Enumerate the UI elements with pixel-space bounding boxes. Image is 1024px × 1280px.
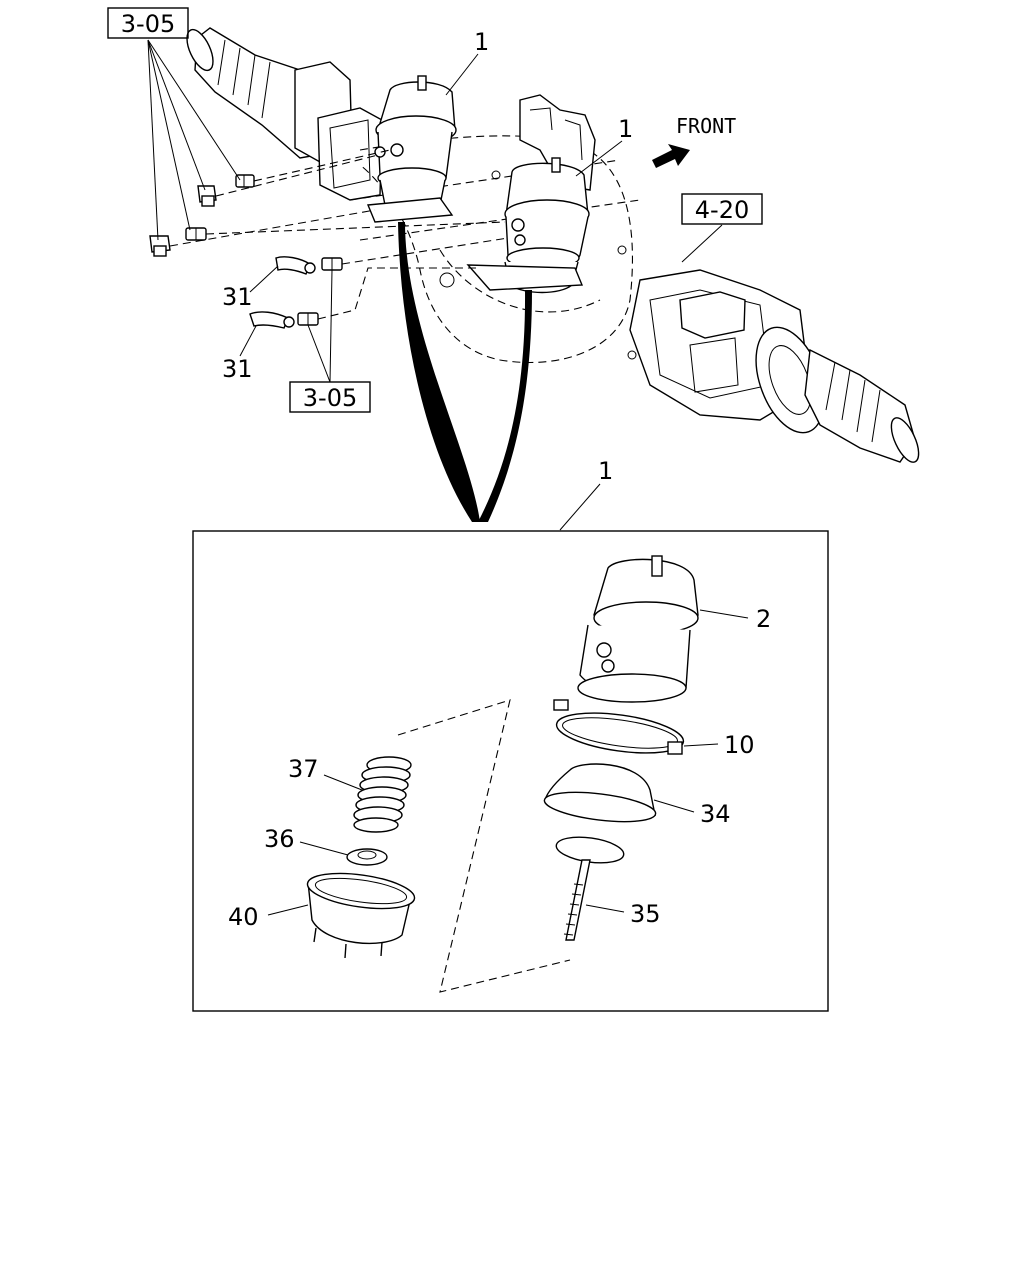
callout-hose-lower: 31 <box>222 325 257 383</box>
reference-box-top[interactable]: 3-05 <box>107 7 189 39</box>
callout-chamber-left: 1 <box>445 28 489 96</box>
detail-pointer <box>398 222 532 522</box>
svg-text:31: 31 <box>222 283 253 311</box>
reference-box-bottom[interactable]: 3-05 <box>289 381 371 413</box>
part-push-rod: 35 <box>555 836 661 941</box>
part-upper-housing: 2 <box>577 555 771 703</box>
hose-31-upper <box>275 256 316 275</box>
exploded-view-box: 1 <box>192 457 829 1012</box>
hose-31-lower <box>249 311 295 329</box>
rear-axle-assembly <box>186 27 920 463</box>
part-clamp-ring: 10 <box>553 699 755 759</box>
fitting-5 <box>321 257 343 271</box>
air-fittings <box>149 149 509 329</box>
brake-chamber-left <box>366 75 457 223</box>
svg-text:FRONT: FRONT <box>676 114 736 138</box>
svg-text:1: 1 <box>474 28 489 56</box>
svg-text:36: 36 <box>264 825 295 853</box>
front-arrow-icon <box>652 144 690 168</box>
callout-hose-upper: 31 <box>222 265 279 311</box>
svg-text:4-20: 4-20 <box>695 196 749 224</box>
svg-text:3-05: 3-05 <box>121 10 175 38</box>
leader-lines-bottom-ref <box>307 269 333 383</box>
fitting-2 <box>197 185 217 207</box>
front-direction-indicator: FRONT <box>652 114 736 168</box>
part-lower-housing: 40 <box>228 872 416 959</box>
fitting-3 <box>185 227 207 241</box>
part-spring: 37 <box>288 755 412 833</box>
svg-text:1: 1 <box>598 457 613 485</box>
svg-text:1: 1 <box>618 115 633 143</box>
fitting-1 <box>235 174 255 188</box>
callout-chamber-right: 1 <box>575 115 633 177</box>
assembly-guide <box>397 699 571 993</box>
svg-text:3-05: 3-05 <box>303 384 357 412</box>
reference-box-axle[interactable]: 4-20 <box>681 193 763 225</box>
part-spring-seat: 36 <box>264 825 388 866</box>
part-diaphragm: 34 <box>543 763 731 828</box>
fitting-6 <box>297 312 319 326</box>
svg-text:40: 40 <box>228 903 259 931</box>
svg-text:37: 37 <box>288 755 319 783</box>
leader-axle-ref <box>681 224 723 263</box>
leader-lines-top-ref <box>147 39 241 241</box>
svg-text:2: 2 <box>756 605 771 633</box>
fitting-4 <box>149 235 171 257</box>
svg-text:10: 10 <box>724 731 755 759</box>
brake-chamber-right <box>466 157 590 294</box>
svg-text:31: 31 <box>222 355 253 383</box>
svg-text:34: 34 <box>700 800 731 828</box>
svg-text:35: 35 <box>630 900 661 928</box>
